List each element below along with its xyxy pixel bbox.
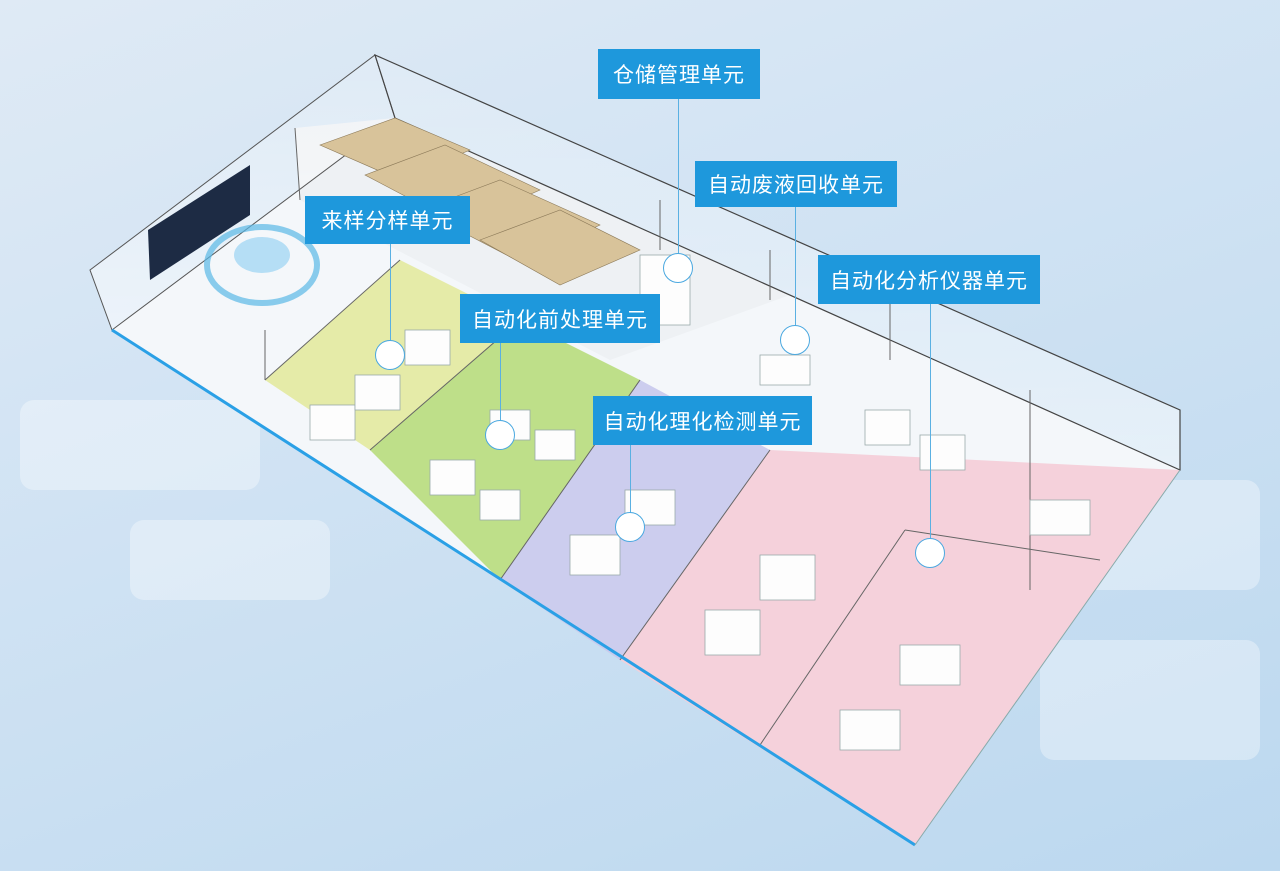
label-storage-unit[interactable]: 仓储管理单元 — [598, 49, 760, 99]
label-analyzer-unit[interactable]: 自动化分析仪器单元 — [818, 255, 1040, 304]
pin-waste-liquid[interactable] — [780, 325, 810, 355]
central-console — [204, 224, 320, 306]
leader-line-waste-liquid — [795, 207, 796, 340]
pin-storage[interactable] — [663, 253, 693, 283]
floor-front-edge — [111, 328, 916, 847]
pin-physchem[interactable] — [615, 512, 645, 542]
pin-pretreatment[interactable] — [485, 420, 515, 450]
leader-line-sample-receiving — [390, 244, 391, 355]
label-physchem-test-unit[interactable]: 自动化理化检测单元 — [593, 396, 812, 445]
lab-instruments — [309, 254, 1091, 751]
label-pretreatment-unit[interactable]: 自动化前处理单元 — [460, 294, 660, 343]
zone-pretreatment — [370, 320, 640, 580]
partitions — [264, 127, 1101, 746]
video-wall — [148, 165, 250, 280]
leader-line-analyzer — [930, 304, 931, 553]
background-panels — [20, 400, 1260, 760]
label-sample-receiving-unit[interactable]: 来样分样单元 — [305, 196, 470, 244]
pin-sample-receiving[interactable] — [375, 340, 405, 370]
leader-line-pretreatment — [500, 343, 501, 435]
leader-line-physchem — [630, 445, 631, 527]
pin-analyzer[interactable] — [915, 538, 945, 568]
label-waste-liquid-unit[interactable]: 自动废液回收单元 — [695, 161, 897, 207]
leader-line-storage — [678, 99, 679, 268]
